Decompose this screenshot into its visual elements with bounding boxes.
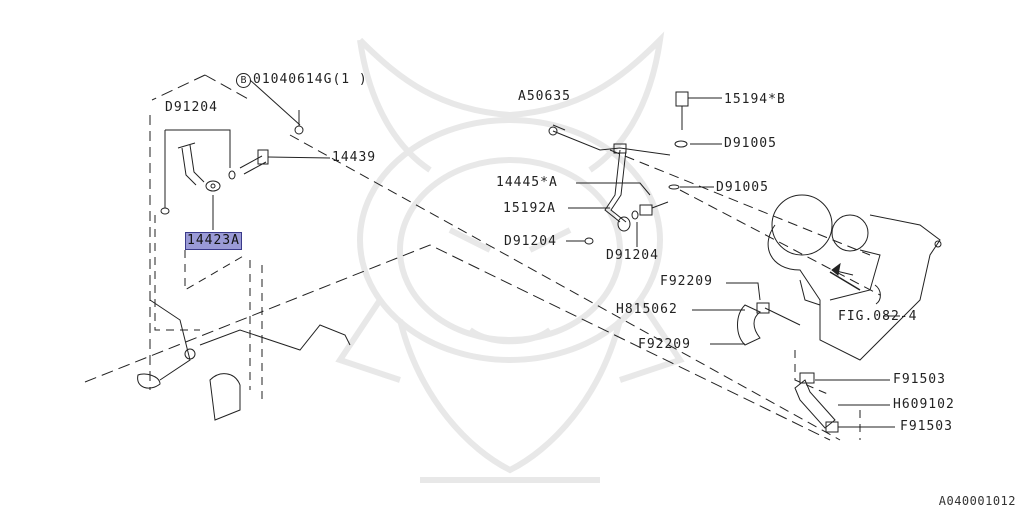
callout-fig0824[interactable]: FIG.082-4 — [838, 309, 918, 324]
callout-d91204-top: D91204 — [165, 100, 218, 115]
callout-15192a: 15192A — [503, 201, 556, 216]
callout-d91204-left: D91204 — [504, 234, 557, 249]
callout-d91005-b: D91005 — [716, 180, 769, 195]
watermark-emblem — [335, 31, 685, 483]
callout-a50635: A50635 — [518, 89, 571, 104]
callout-14445a: 14445*A — [496, 175, 558, 190]
callout-h815062: H815062 — [616, 302, 678, 317]
callout-f91503-top: F91503 — [893, 372, 946, 387]
callout-d91005-a: D91005 — [724, 136, 777, 151]
callout-14439: 14439 — [332, 150, 377, 165]
diagram-code: A040001012 — [938, 494, 1016, 508]
callout-f91503-bottom: F91503 — [900, 419, 953, 434]
callout-h609102: H609102 — [893, 397, 955, 412]
callout-d91204-right: D91204 — [606, 248, 659, 263]
callout-f92209-bottom: F92209 — [638, 337, 691, 352]
callout-f92209-top: F92209 — [660, 274, 713, 289]
part-number: 01040614G(1 ) — [253, 72, 368, 87]
b-badge-icon: B — [236, 73, 251, 88]
callout-15194b: 15194*B — [724, 92, 786, 107]
callout-14423a-highlighted[interactable]: 14423A — [185, 232, 242, 250]
